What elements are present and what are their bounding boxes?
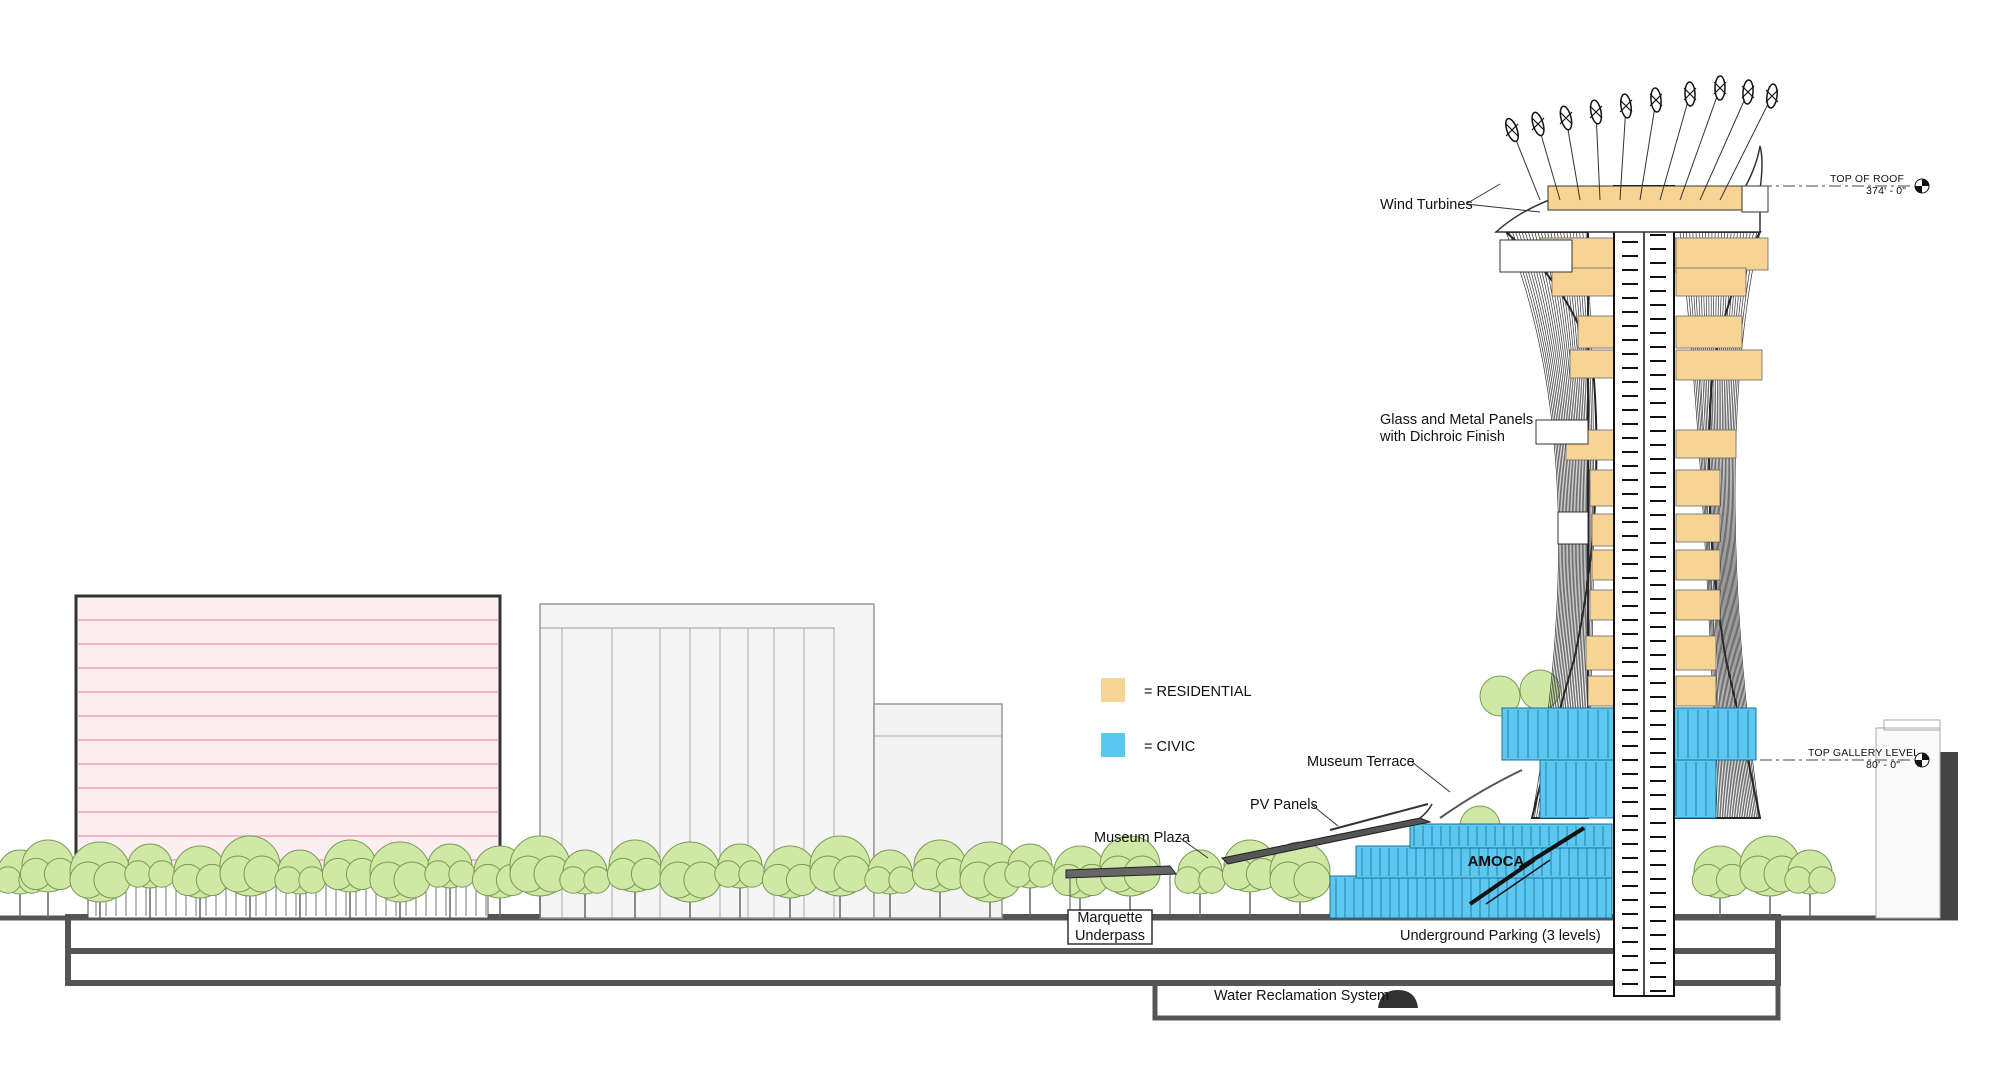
legend-swatch-civic [1101,733,1125,757]
label-pv-panels: PV Panels [1250,797,1318,813]
annotations: Wind Turbines Glass and Metal Panels wit… [1067,173,1930,1004]
legend: = RESIDENTIAL = CIVIC [1101,678,1252,757]
legend-residential: = RESIDENTIAL [1144,684,1252,700]
amoca-museum: AMOCA [1329,823,1613,919]
label-glass-panels-2: with Dichroic Finish [1379,429,1505,445]
legend-civic: = CIVIC [1144,739,1195,755]
wind-tower [1494,75,1779,997]
level-top-gallery-value: 80' - 0" [1866,759,1900,771]
label-museum-plaza: Museum Plaza [1094,830,1191,846]
label-underground-parking: Underground Parking (3 levels) [1400,928,1601,944]
street-trees [0,669,1836,918]
level-top-of-roof: TOP OF ROOF [1830,173,1904,185]
legend-swatch-residential [1101,678,1125,702]
label-glass-panels-1: Glass and Metal Panels [1380,412,1533,428]
label-water-reclamation: Water Reclamation System [1214,988,1389,1004]
label-wind-turbines: Wind Turbines [1380,197,1473,213]
pv-panel-canopy [1065,769,1523,918]
level-top-of-roof-value: 374' - 0" [1866,185,1906,197]
level-top-gallery: TOP GALLERY LEVEL [1808,747,1919,759]
label-marquette-2: Underpass [1075,928,1145,944]
label-museum-terrace: Museum Terrace [1307,754,1415,770]
label-marquette-1: Marquette [1077,910,1142,926]
wind-turbines [1505,75,1779,201]
amoca-label: AMOCA [1468,853,1525,870]
